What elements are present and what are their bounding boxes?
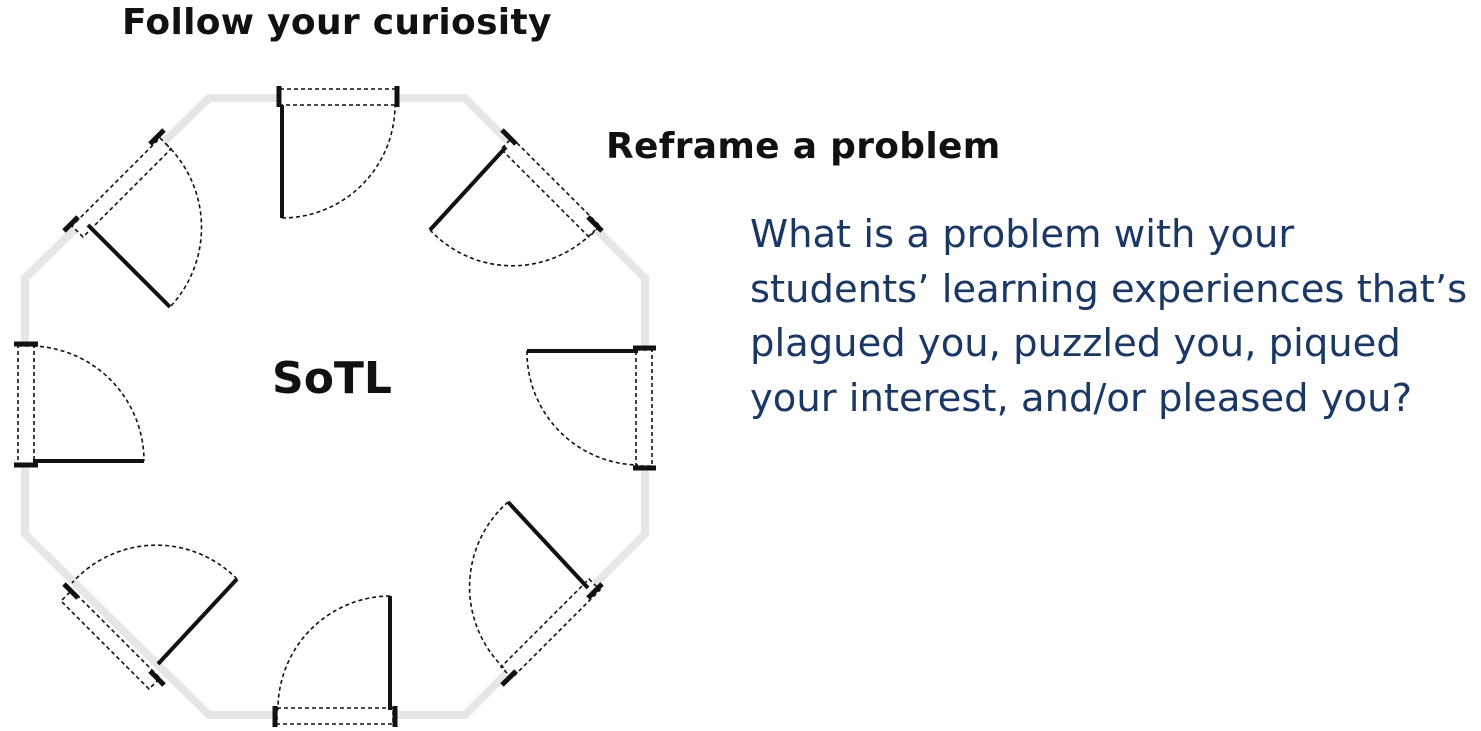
door-lower-right [468, 500, 604, 687]
heading-follow-your-curiosity: Follow your curiosity [122, 2, 552, 43]
door-upper-right [428, 128, 604, 267]
heading-reframe-a-problem: Reframe a problem [606, 126, 1001, 167]
room-center-label: SoTL [272, 353, 392, 404]
door-top [276, 86, 400, 219]
door-left [14, 341, 145, 468]
reflection-prompt-text: What is a problem with your students’ le… [750, 212, 1468, 421]
door-right [526, 345, 656, 471]
door-bottom [272, 595, 398, 727]
door-upper-left [62, 128, 203, 309]
door-lower-left [59, 544, 239, 691]
